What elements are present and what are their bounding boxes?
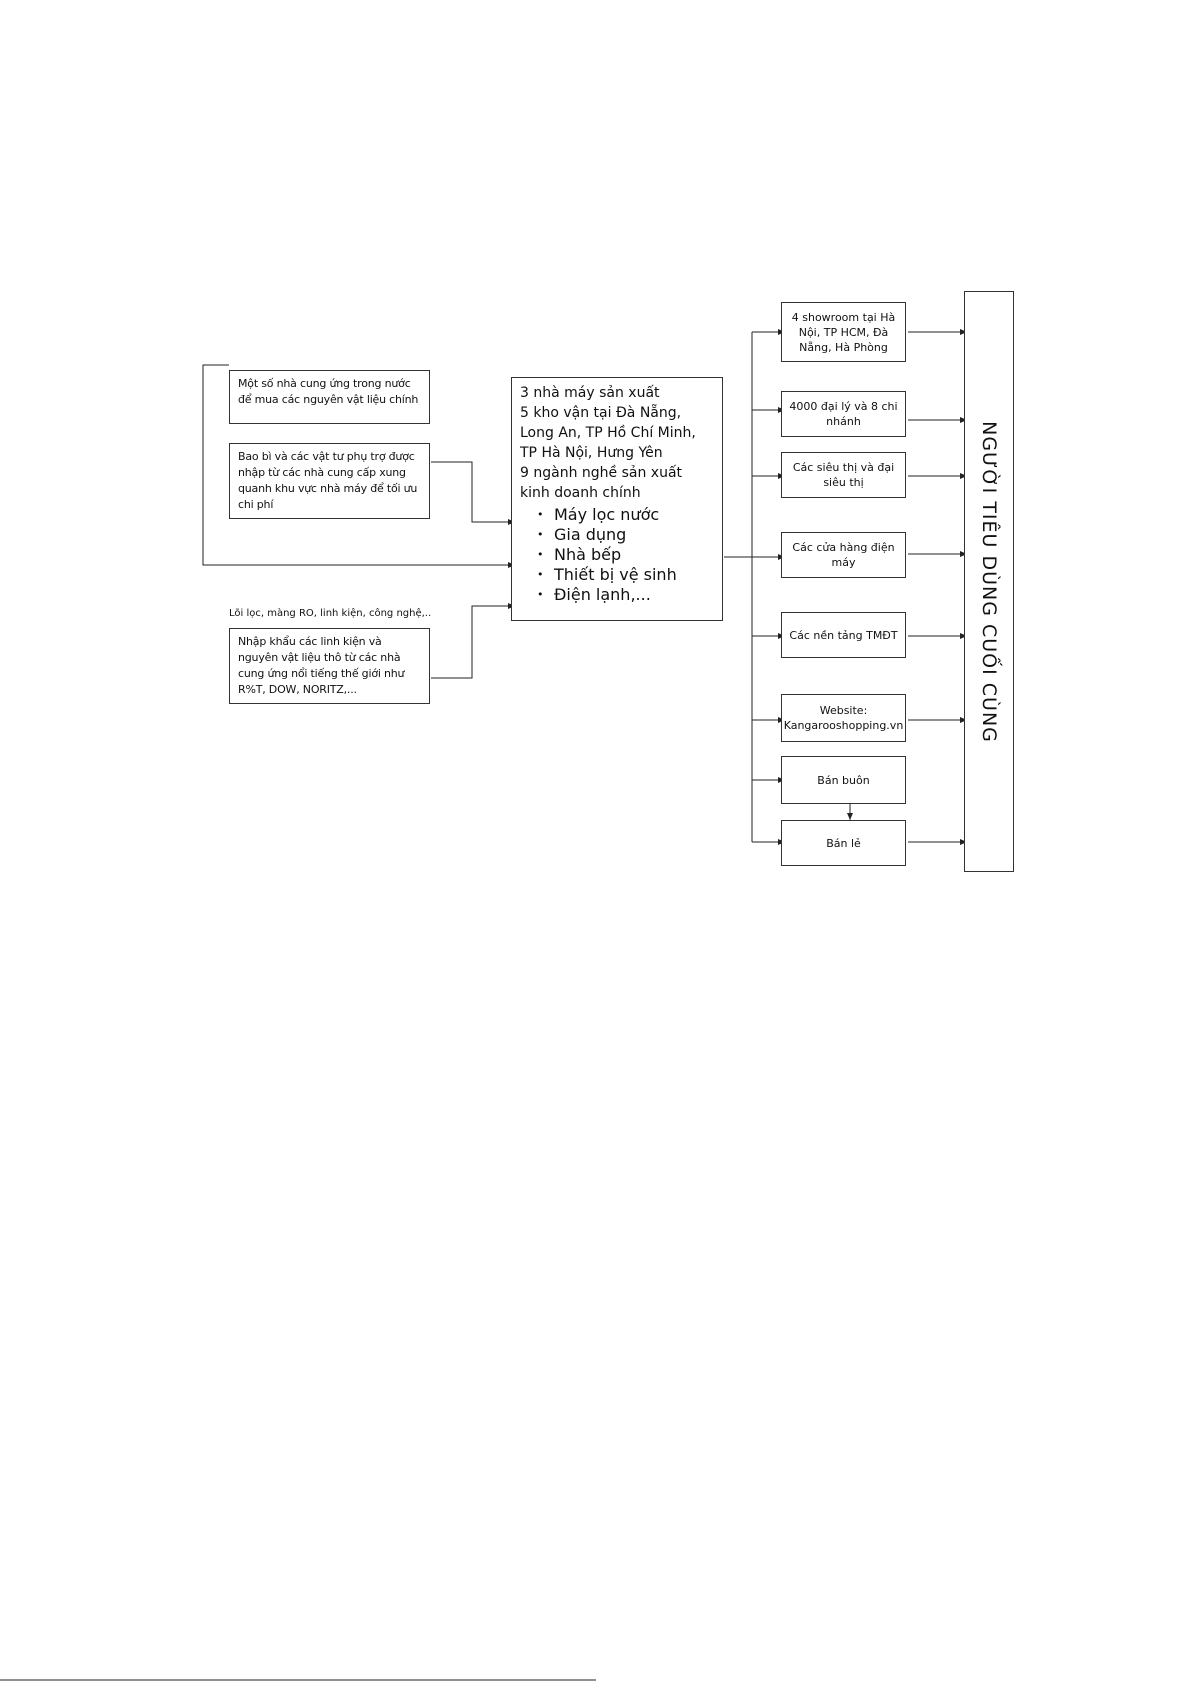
product-lines-list: Máy lọc nước Gia dụng Nhà bếp Thiết bị v…: [520, 505, 714, 605]
channel-wholesale-box: Bán buôn: [781, 756, 906, 804]
channel-electronics-stores-box: Các cửa hàng điện máy: [781, 532, 906, 578]
channel-retail-box: Bán lẻ: [781, 820, 906, 866]
connector-supplier-3: [431, 603, 515, 679]
end-consumer-box: NGƯỜI TIÊU DÙNG CUỐI CÙNG: [964, 291, 1014, 872]
product-line-item: Điện lạnh,...: [537, 585, 714, 605]
channel-website-label: Website:: [819, 704, 868, 717]
channel-showroom-text: 4 showroom tại Hà Nội, TP HCM, Đà Nẵng, …: [791, 310, 896, 354]
supplier-import-box: Nhập khẩu các linh kiện và nguyên vật li…: [229, 628, 430, 704]
channel-supermarkets-text: Các siêu thị và đại siêu thị: [792, 461, 895, 489]
supplier-domestic-text: Một số nhà cung ứng trong nước để mua cá…: [238, 377, 419, 406]
supplier-packaging-text: Bao bì và các vật tư phụ trợ được nhập t…: [238, 450, 418, 511]
channel-dealers-box: 4000 đại lý và 8 chi nhánh: [781, 391, 906, 437]
product-line-item: Máy lọc nước: [537, 505, 714, 525]
product-line-item: Gia dụng: [537, 525, 714, 545]
channel-showroom-box: 4 showroom tại Hà Nội, TP HCM, Đà Nẵng, …: [781, 302, 906, 362]
manufacturer-line-3: 9 ngành nghề sản xuất kinh doanh chính: [520, 465, 683, 501]
product-line-item: Nhà bếp: [537, 545, 714, 565]
manufacturer-box: 3 nhà máy sản xuất 5 kho vận tại Đà Nẵng…: [511, 377, 723, 621]
channel-ecommerce-text: Các nền tảng TMĐT: [789, 628, 898, 642]
channel-retail-text: Bán lẻ: [826, 836, 861, 850]
connector-supplier-1: [202, 364, 515, 568]
channel-website-box: Website: Kangarooshopping.vn: [781, 694, 906, 742]
supplier-import-note: Lõi lọc, màng RO, linh kiện, công nghệ,.…: [229, 608, 432, 619]
product-line-item: Thiết bị vệ sinh: [537, 565, 714, 585]
manufacturer-line-1: 3 nhà máy sản xuất: [520, 385, 660, 401]
supplier-import-text: Nhập khẩu các linh kiện và nguyên vật li…: [238, 635, 405, 696]
channel-supermarkets-box: Các siêu thị và đại siêu thị: [781, 452, 906, 498]
channel-wholesale-text: Bán buôn: [817, 773, 870, 787]
channel-website-url: Kangarooshopping.vn: [783, 719, 904, 732]
connector-supplier-2: [431, 461, 515, 525]
supplier-packaging-box: Bao bì và các vật tư phụ trợ được nhập t…: [229, 443, 430, 519]
supplier-domestic-box: Một số nhà cung ứng trong nước để mua cá…: [229, 370, 430, 424]
channel-dealers-text: 4000 đại lý và 8 chi nhánh: [789, 400, 898, 428]
channel-ecommerce-box: Các nền tảng TMĐT: [781, 612, 906, 658]
end-consumer-label: NGƯỜI TIÊU DÙNG CUỐI CÙNG: [978, 420, 1001, 743]
manufacturer-line-2: 5 kho vận tại Đà Nẵng, Long An, TP Hồ Ch…: [520, 405, 696, 461]
channel-electronics-stores-text: Các cửa hàng điện máy: [792, 541, 895, 569]
